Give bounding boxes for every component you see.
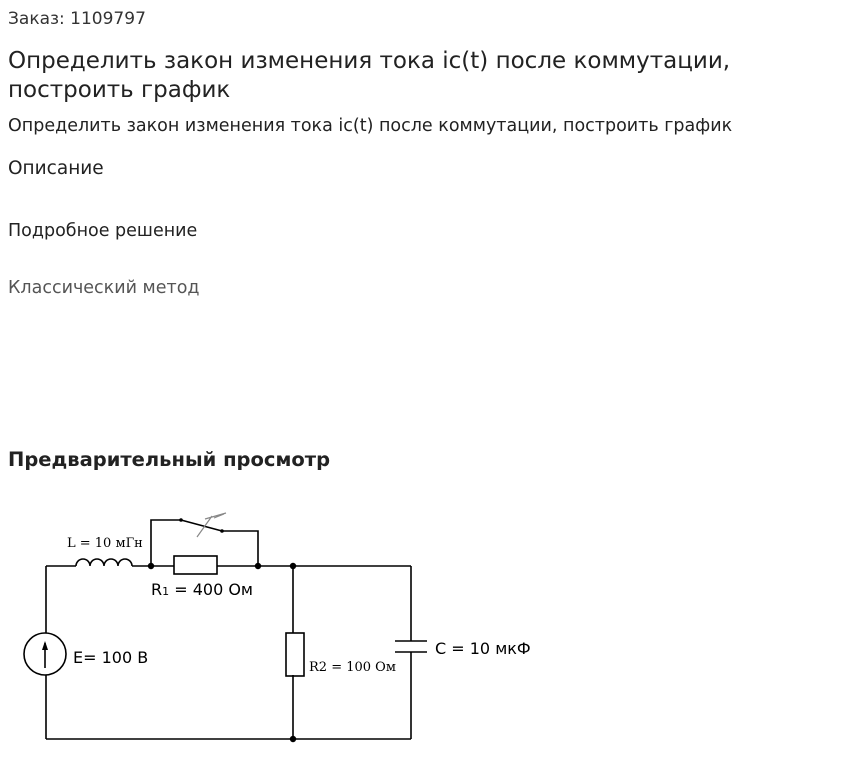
preview-heading: Предварительный просмотр [8,448,331,471]
switch-arrow [196,512,227,538]
method-text: Классический метод [8,278,200,298]
source-label: E= 100 В [73,648,148,667]
switch-contact-left [179,518,183,522]
switch-branch-right [222,530,259,566]
capacitor-plates [395,640,427,653]
switch-branch [150,519,181,566]
solution-heading: Подробное решение [8,221,198,241]
node-2 [254,562,262,570]
switch-blade [180,519,223,532]
node-1 [147,562,155,570]
task-subtitle: Определить закон изменения тока ic(t) по… [8,116,733,136]
order-number: Заказ: 1109797 [8,9,146,29]
switch-contact-right [220,529,224,533]
page-title: Определить закон изменения тока ic(t) по… [8,48,731,103]
inductor-label: L = 10 мГн [67,536,143,551]
r2-label: R2 = 100 Ом [309,660,396,675]
description-heading: Описание [8,158,104,179]
source-arrowhead [42,641,48,650]
resistor-r2 [285,632,305,677]
circuit-diagram: L = 10 мГн R1 = 400 Ом R2 = 100 Ом C = 1… [23,512,531,743]
resistor-r1 [173,555,218,575]
inductor [75,558,133,567]
voltage-source [23,632,67,676]
capacitor-label: C = 10 мкФ [435,639,531,658]
r1-label: R1 = 400 Ом [151,580,253,599]
